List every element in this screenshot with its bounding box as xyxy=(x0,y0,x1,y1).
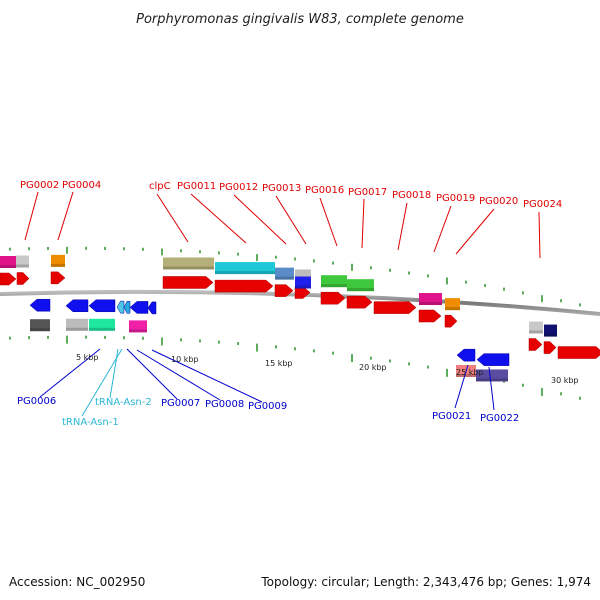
domain-pg0017 xyxy=(347,279,374,292)
cds-pg0022 xyxy=(476,353,510,366)
cds-pg0016 xyxy=(320,291,346,305)
cds-pg0021 xyxy=(456,348,476,362)
label-connectors xyxy=(24,191,541,417)
cds-pg0024 xyxy=(557,346,600,359)
label-pg0018[interactable]: PG0018 xyxy=(392,190,431,201)
label-pg0002[interactable]: PG0002 xyxy=(20,180,59,191)
scale-label-25kbp: 25 kbp xyxy=(456,368,484,377)
label-trna-asn-2[interactable]: tRNA-Asn-2 xyxy=(95,397,152,408)
accession-text: Accession: NC_002950 xyxy=(9,575,145,589)
domain-pg0023a xyxy=(529,321,543,334)
domain-pg0022 xyxy=(476,369,508,382)
gene-features xyxy=(0,254,600,382)
cds-pg0009 xyxy=(147,301,157,315)
scale-label-20kbp: 20 kbp xyxy=(359,363,387,372)
cds-pg0023 xyxy=(543,341,557,354)
domain-pg0019 xyxy=(419,293,442,306)
domain-pg0023b xyxy=(544,324,557,337)
label-pg0022[interactable]: PG0022 xyxy=(480,413,519,424)
map-title: Porphyromonas gingivalis W83, complete g… xyxy=(136,12,464,27)
label-pg0011[interactable]: PG0011 xyxy=(177,181,216,192)
cds-pg0002 xyxy=(0,272,17,286)
cds-pg0007a xyxy=(65,299,89,313)
label-pg0006[interactable]: PG0006 xyxy=(17,396,56,407)
domain-pg0016 xyxy=(321,275,347,288)
cds-pg0004 xyxy=(50,271,66,285)
domain-pg0003 xyxy=(16,255,29,268)
scale-label-10kbp: 10 kbp xyxy=(171,355,199,364)
domain-pg0007 xyxy=(89,318,115,331)
label-pg0008[interactable]: PG0008 xyxy=(205,399,244,410)
label-pg0009[interactable]: PG0009 xyxy=(248,401,287,412)
label-pg0012[interactable]: PG0012 xyxy=(219,182,258,193)
label-pg0024[interactable]: PG0024 xyxy=(523,199,562,210)
reverse-labels: PG0006 tRNA-Asn-2 tRNA-Asn-1 PG0007 PG00… xyxy=(17,396,519,428)
scale-label-5kbp: 5 kbp xyxy=(76,353,98,362)
cds-pg0006 xyxy=(29,298,51,312)
domain-pg0012 xyxy=(275,267,294,280)
cds-trna-asn-2 xyxy=(123,301,131,314)
domain-pg0008 xyxy=(129,320,147,333)
cds-trna-asn-1 xyxy=(116,300,125,314)
scale-label-30kbp: 30 kbp xyxy=(551,376,579,385)
scale-label-15kbp: 15 kbp xyxy=(265,359,293,368)
label-trna-asn-1[interactable]: tRNA-Asn-1 xyxy=(62,417,119,428)
cds-pg0019 xyxy=(418,309,442,323)
label-pg0019[interactable]: PG0019 xyxy=(436,193,475,204)
cds-pg0020 xyxy=(444,314,458,328)
cds-clpc xyxy=(162,276,214,289)
label-pg0017[interactable]: PG0017 xyxy=(348,187,387,198)
domain-pg0006 xyxy=(30,319,50,332)
domain-pg0002 xyxy=(0,256,16,268)
topology-text: Topology: circular; Length: 2,343,476 bp… xyxy=(260,575,591,589)
cds-pg0011 xyxy=(214,279,274,293)
label-pg0013[interactable]: PG0013 xyxy=(262,183,301,194)
label-pg0021[interactable]: PG0021 xyxy=(432,411,471,422)
cds-pg0012 xyxy=(274,284,294,297)
domain-pg0013b xyxy=(295,276,311,289)
label-clpc[interactable]: clpC xyxy=(149,181,171,192)
label-pg0020[interactable]: PG0020 xyxy=(479,196,518,207)
label-pg0016[interactable]: PG0016 xyxy=(305,185,344,196)
cds-pg0007 xyxy=(88,299,116,313)
label-pg0004[interactable]: PG0004 xyxy=(62,180,101,191)
forward-labels: PG0002 PG0004 clpC PG0011 PG0012 PG0013 … xyxy=(20,180,562,210)
domain-pg0004 xyxy=(51,254,65,267)
cds-pg0017 xyxy=(346,295,373,309)
cds-pg0003 xyxy=(16,272,30,285)
domain-pg0020 xyxy=(445,298,460,311)
tick-marks xyxy=(9,246,581,400)
cds-pg0022a xyxy=(528,338,543,351)
cds-pg0018 xyxy=(373,301,417,314)
cds-pg0008 xyxy=(129,301,149,314)
domain-pg0007a xyxy=(66,318,88,331)
scale-labels: 5 kbp 10 kbp 15 kbp 20 kbp 25 kbp 30 kbp xyxy=(76,353,579,385)
label-pg0007[interactable]: PG0007 xyxy=(161,398,200,409)
domain-clpc xyxy=(163,257,214,270)
domain-pg0011 xyxy=(215,262,275,275)
